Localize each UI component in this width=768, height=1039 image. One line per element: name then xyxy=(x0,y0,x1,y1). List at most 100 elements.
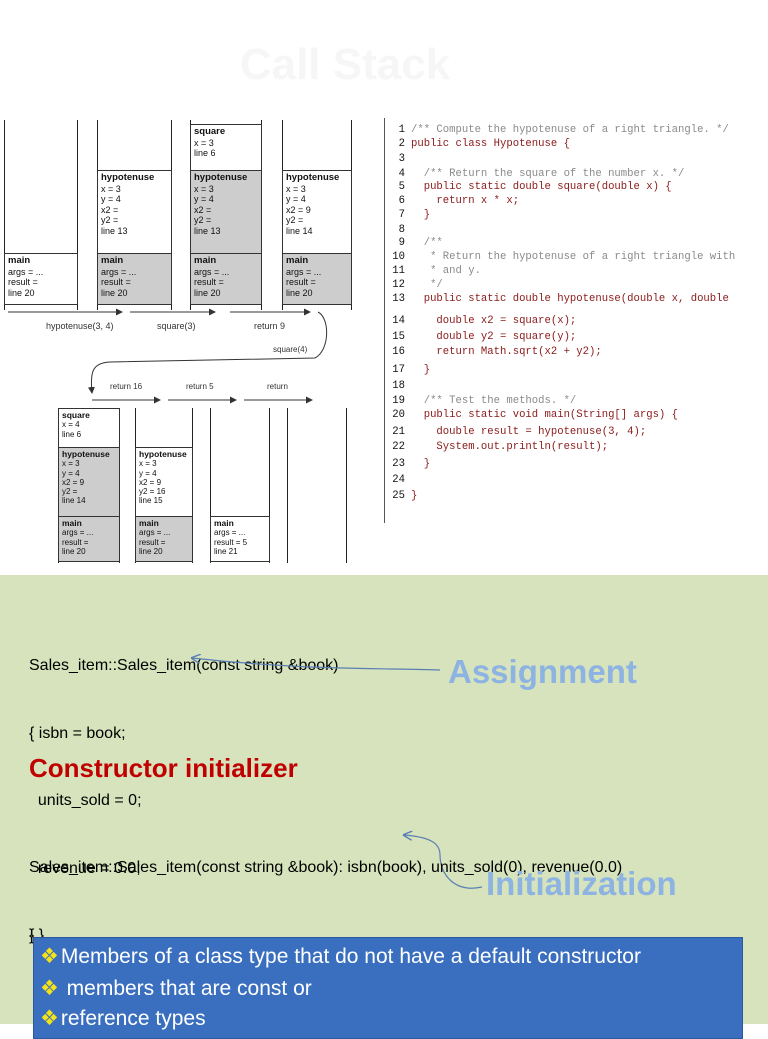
code-text: double y2 = square(y); xyxy=(411,331,577,343)
code-line: 4 /** Return the square of the number x.… xyxy=(385,168,768,180)
frame-variable: x = 3 xyxy=(62,459,80,469)
line-number: 4 xyxy=(398,168,405,180)
slide-title: Call Stack xyxy=(239,40,451,89)
frame-variable: x2 = 9 xyxy=(62,477,85,487)
frame-function-name: hypotenuse xyxy=(62,449,110,459)
line-number: 8 xyxy=(398,224,405,236)
frame-main: main args = ... result = line 20 xyxy=(58,516,120,562)
code-text: /** Test the methods. */ xyxy=(411,395,577,407)
frame-variable: result = xyxy=(139,537,166,547)
bullet-item: ❖reference types xyxy=(40,1006,206,1031)
frame-variable: args = ... xyxy=(194,266,230,277)
frame-square: square x = 3 line 6 xyxy=(190,124,262,171)
frame-variable: args = ... xyxy=(101,266,137,277)
code-line: 13 public static double hypotenuse(doubl… xyxy=(385,293,768,305)
frame-variable: x = 3 xyxy=(101,183,121,194)
bullet-box: ❖Members of a class type that do not hav… xyxy=(33,937,743,1039)
line-number: 10 xyxy=(392,251,405,263)
code-line: 24 xyxy=(385,474,768,486)
frame-line-number: line 20 xyxy=(8,287,35,298)
line-number: 22 xyxy=(392,441,405,453)
arrow-label: return xyxy=(267,382,288,391)
frame-variable: args = ... xyxy=(62,528,94,538)
line-number: 21 xyxy=(392,426,405,438)
frame-line-number: line 20 xyxy=(286,287,313,298)
frame-line-number: line 14 xyxy=(286,225,313,236)
code-text: } xyxy=(411,364,431,376)
code-line: 20 public static void main(String[] args… xyxy=(385,409,768,421)
line-number: 14 xyxy=(392,315,405,327)
frame-function-name: hypotenuse xyxy=(286,172,340,183)
frame-function-name: main xyxy=(8,255,31,266)
frame-main: main args = ... result = 5 line 21 xyxy=(210,516,270,562)
code-line: 14 double x2 = square(x); xyxy=(385,315,768,327)
code-text: return Math.sqrt(x2 + y2); xyxy=(411,346,602,358)
frame-variable: x = 3 xyxy=(194,137,214,148)
code-text: public static void main(String[] args) { xyxy=(411,409,679,421)
code-line: 8 xyxy=(385,224,768,236)
code-text: /** Return the square of the number x. *… xyxy=(411,168,685,180)
frame-variable: y = 4 xyxy=(286,194,306,204)
bullet-text: reference types xyxy=(60,1007,206,1030)
code-text: public class Hypotenuse { xyxy=(411,138,570,150)
frame-square: square x = 4 line 6 xyxy=(58,408,120,448)
code-text: * and y. xyxy=(411,265,481,277)
code-line: 19 /** Test the methods. */ xyxy=(385,395,768,407)
frame-variable: x = 4 xyxy=(62,420,80,430)
arrow-label: square(4) xyxy=(273,345,308,354)
code-line: 12 */ xyxy=(385,279,768,291)
frame-variable: result = 5 xyxy=(214,537,248,547)
arrow-curve xyxy=(87,311,328,394)
frame-variable: y2 = xyxy=(62,487,78,497)
assignment-arrow xyxy=(192,658,441,671)
frame-main: main args = ... result = line 20 xyxy=(97,253,172,305)
code-text: System.out.println(result); xyxy=(411,441,609,453)
frame-variable: y = 4 xyxy=(139,468,157,478)
frame-variable: y2 = xyxy=(101,215,119,225)
frame-variable: x = 3 xyxy=(194,183,214,194)
code-line: 1/** Compute the hypotenuse of a right t… xyxy=(385,124,768,136)
frame-function-name: main xyxy=(139,518,159,528)
frame-variable: result = xyxy=(101,277,131,287)
frame-variable: args = ... xyxy=(8,266,44,277)
frame-variable: args = ... xyxy=(286,266,322,277)
frame-main: main args = ... result = line 20 xyxy=(282,253,352,305)
bullet-text: members that are const or xyxy=(60,977,312,1000)
code-line: 9 /** xyxy=(385,237,768,249)
frame-hypotenuse: hypotenuse x = 3 y = 4 x2 = y2 = line 13 xyxy=(190,170,262,254)
code-text: * Return the hypotenuse of a right trian… xyxy=(411,251,736,263)
frame-function-name: main xyxy=(101,255,124,266)
frame-function-name: square xyxy=(62,410,90,420)
frame-line-number: line 6 xyxy=(194,148,216,158)
code-line: 5 public static double square(double x) … xyxy=(385,181,768,193)
frame-line-number: line 20 xyxy=(139,546,163,556)
code-line: 15 double y2 = square(y); xyxy=(385,331,768,343)
code-text: /** Compute the hypotenuse of a right tr… xyxy=(411,124,729,136)
code-text: public static double hypotenuse(double x… xyxy=(411,293,729,305)
frame-variable: y = 4 xyxy=(194,194,214,204)
frame-function-name: main xyxy=(194,255,217,266)
line-number: 15 xyxy=(392,331,405,343)
code-line: 3 xyxy=(385,153,768,165)
initialization-arrow xyxy=(404,835,483,889)
frame-hypotenuse: hypotenuse x = 3 y = 4 x2 = y2 = line 13 xyxy=(97,170,172,254)
line-number: 17 xyxy=(392,364,405,376)
frame-variable: x2 = xyxy=(101,204,119,215)
code-line: 16 return Math.sqrt(x2 + y2); xyxy=(385,346,768,358)
frame-line-number: line 20 xyxy=(101,287,128,298)
line-number: 6 xyxy=(398,195,405,207)
line-number: 11 xyxy=(392,265,405,277)
line-number: 7 xyxy=(398,209,405,221)
code-line: { } xyxy=(29,926,45,944)
arrow-label: return 16 xyxy=(110,382,143,391)
frame-variable: y2 = 16 xyxy=(139,487,166,497)
frame-function-name: main xyxy=(62,518,82,528)
line-number: 5 xyxy=(398,181,405,193)
code-line: } xyxy=(29,927,35,944)
frame-line-number: line 20 xyxy=(194,287,221,298)
line-number: 18 xyxy=(392,380,405,392)
call-stack-diagram: main args = ... result = line 20 hypoten… xyxy=(0,0,380,575)
frame-variable: x2 = 9 xyxy=(286,204,311,215)
code-text: double result = hypotenuse(3, 4); xyxy=(411,426,647,438)
bullet-text: Members of a class type that do not have… xyxy=(60,945,641,968)
